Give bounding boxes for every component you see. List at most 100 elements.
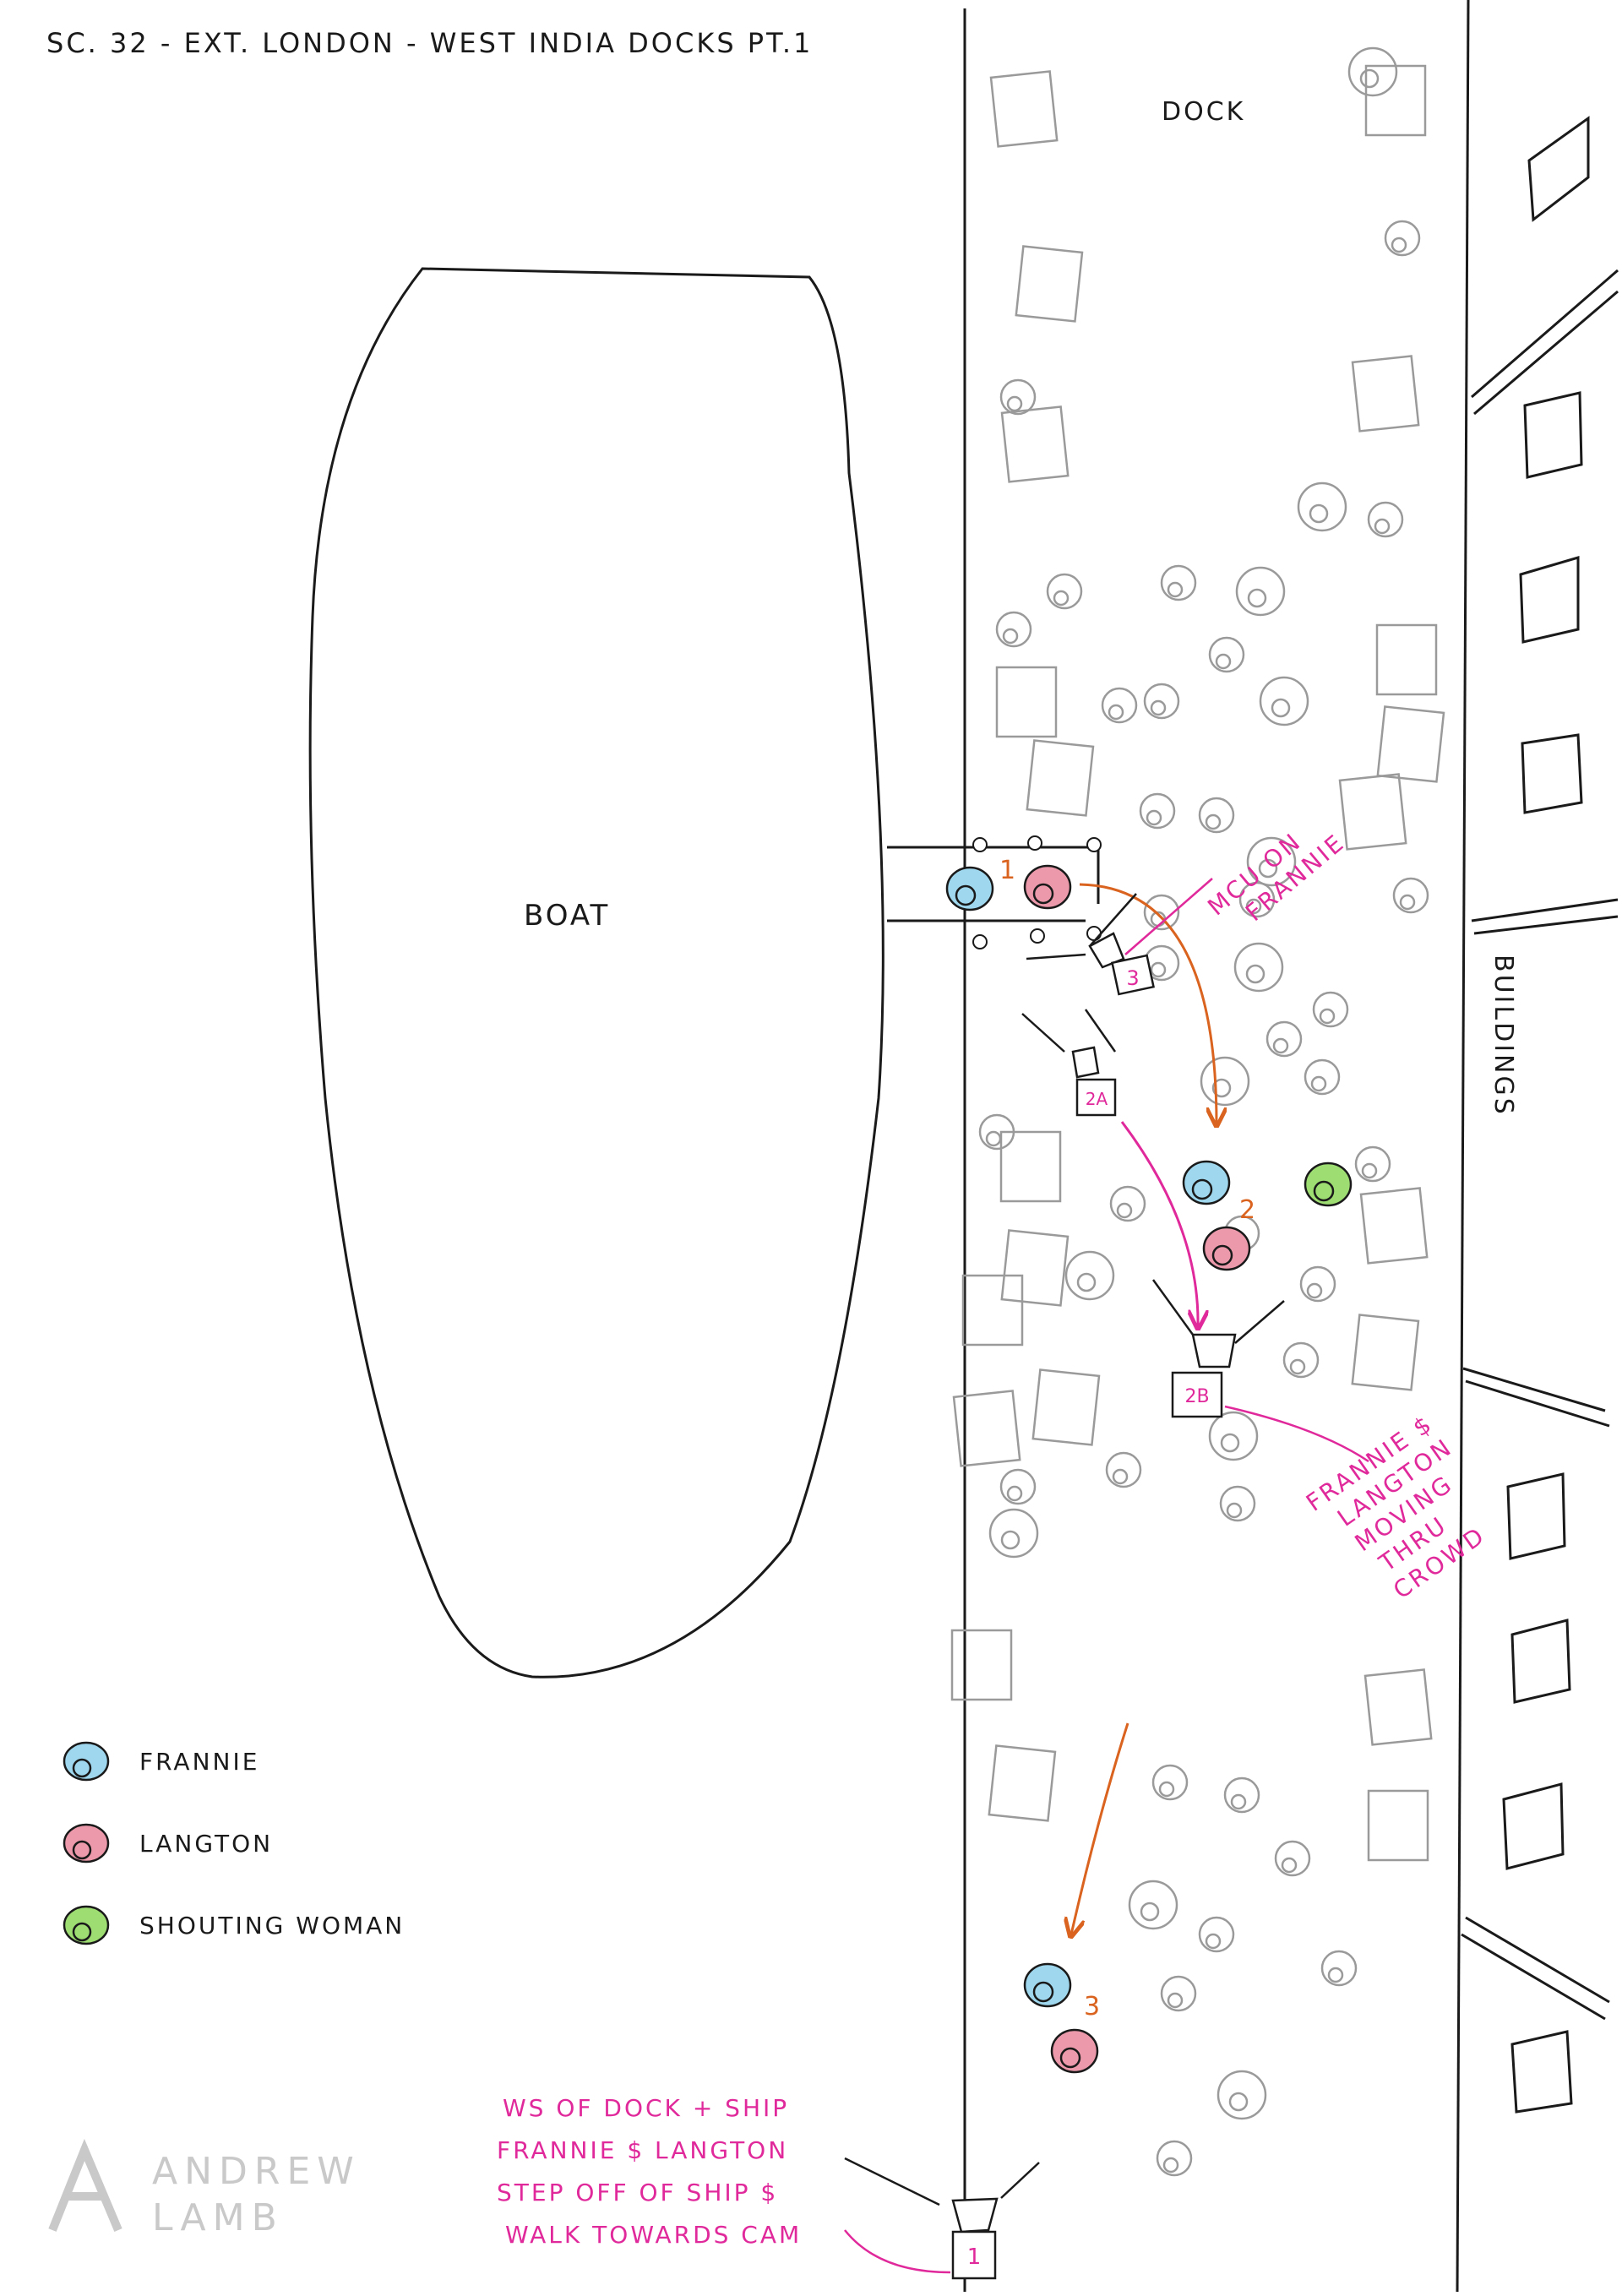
crowd-person <box>1128 1880 1178 1930</box>
crowd-person-head <box>1399 894 1416 911</box>
langton-pos-1 <box>1023 864 1072 910</box>
crate <box>1351 1314 1420 1391</box>
crowd-person <box>1238 881 1276 918</box>
crowd-person-head <box>1146 809 1162 826</box>
crate <box>961 1274 1024 1347</box>
crate <box>1338 773 1407 851</box>
buildings <box>1461 116 1619 2114</box>
buildings-label: BUILDINGS <box>1489 955 1518 1117</box>
crowd-person <box>1320 1950 1358 1987</box>
crowd-person <box>1304 1058 1341 1096</box>
crowd-person <box>1208 1411 1259 1461</box>
crowd-person <box>995 611 1032 648</box>
crowd-person <box>1198 797 1235 834</box>
camera-1: 1 <box>951 2197 999 2280</box>
crowd-person <box>1392 877 1429 914</box>
crate <box>1031 1368 1101 1446</box>
crowd-person <box>999 378 1037 416</box>
crate <box>1375 623 1438 696</box>
boat-outline <box>308 267 884 1678</box>
crowd-person <box>1139 792 1176 830</box>
crowd-person <box>999 1468 1037 1505</box>
position-2-label: 2 <box>1239 1195 1255 1225</box>
legend-item: SHOUTING WOMAN <box>63 1905 402 1945</box>
crowd-person <box>978 1113 1015 1151</box>
shouting-woman <box>1304 1162 1353 1207</box>
camera-1-label: 1 <box>967 2244 982 2270</box>
legend-item: FRANNIE <box>63 1741 259 1782</box>
crowd-person <box>1367 501 1404 538</box>
crowd-person-head <box>1281 1857 1298 1874</box>
note-moving: FRANNIE $ LANGTON MOVING THRU CROWD <box>1301 1402 1518 1617</box>
crowd-person-head <box>1245 964 1265 984</box>
crate <box>995 666 1058 738</box>
boat-label: BOAT <box>524 899 610 933</box>
crate <box>1363 1668 1433 1746</box>
crowd-person <box>1151 1764 1189 1801</box>
note-moving-leader <box>1224 1405 1369 1463</box>
camera-2b-label: 2B <box>1184 1386 1209 1407</box>
crowd-person <box>1143 894 1180 931</box>
crowd-person <box>1259 676 1309 726</box>
crowd-person <box>1299 1265 1336 1303</box>
camera-2a-label: 2A <box>1086 1089 1108 1109</box>
crowd-person-head <box>1245 898 1262 915</box>
crowd-person-head <box>1116 1202 1133 1219</box>
crowd-person <box>1384 220 1421 257</box>
langton-pos-2 <box>1202 1226 1251 1271</box>
watermark-line-2: LAMB <box>152 2196 284 2239</box>
crowd-person <box>1160 564 1197 601</box>
watermark: ANDREW LAMB <box>48 2138 361 2239</box>
crowd-person <box>1064 1250 1115 1301</box>
dock-label: DOCK <box>1162 97 1245 127</box>
crowd-person <box>1233 942 1284 993</box>
crowd-person <box>1354 1145 1391 1183</box>
crowd-person-head <box>1228 2092 1249 2112</box>
crowd-person-head <box>1167 1992 1184 2009</box>
crowd-person-head <box>1306 1282 1323 1299</box>
crate <box>950 1629 1013 1701</box>
watermark-line-1: ANDREW <box>152 2150 361 2193</box>
note-ws: WS OF DOCK + SHIP FRANNIE $ LANGTON STEP… <box>497 2094 802 2249</box>
watermark-logo-icon <box>48 2138 122 2232</box>
crate <box>1015 245 1084 323</box>
legend-label: FRANNIE <box>139 1748 259 1776</box>
crowd-person <box>1235 566 1286 617</box>
crate <box>988 1744 1057 1822</box>
crowd-person <box>1223 1776 1260 1814</box>
crowd-person-head <box>1006 1485 1023 1502</box>
crowd-person <box>1347 46 1398 97</box>
crowd-person-head <box>1319 1008 1336 1025</box>
crowd-person-head <box>1374 518 1391 535</box>
crowd-person <box>1156 2140 1193 2177</box>
crowd-person-head <box>1310 1075 1327 1092</box>
crowd-person <box>1246 836 1297 887</box>
gangway-posts <box>972 835 1102 949</box>
camera-3-label: 3 <box>1126 966 1139 990</box>
crate <box>1367 1789 1429 1862</box>
crowd-person-head <box>1205 1933 1222 1950</box>
crowd-person-head <box>1006 395 1023 412</box>
crowd-person <box>1101 687 1138 724</box>
crowd-person-head <box>1108 704 1124 721</box>
crowd-person <box>988 1508 1039 1559</box>
crowd-person-head <box>1002 628 1019 645</box>
crowd-person <box>1109 1185 1146 1222</box>
crowd-person-head <box>1211 1078 1232 1098</box>
crate <box>999 1130 1062 1203</box>
crowd-person <box>1297 482 1347 532</box>
crowd-person <box>1216 2070 1267 2120</box>
camera-3: 3 <box>1088 932 1155 996</box>
crowd-person <box>1312 991 1349 1028</box>
crowd-person-head <box>1391 237 1407 253</box>
crowd-person <box>1143 683 1180 720</box>
crowd-person-head <box>1158 1781 1175 1798</box>
crate <box>1000 405 1070 483</box>
crowd-person-head <box>1361 1162 1378 1179</box>
langton-pos-3 <box>1050 2028 1099 2074</box>
crowd-person-head <box>1215 653 1232 670</box>
frannie-pos-1 <box>945 866 994 911</box>
crowd-person <box>1265 1020 1303 1058</box>
characters <box>945 864 1353 2074</box>
